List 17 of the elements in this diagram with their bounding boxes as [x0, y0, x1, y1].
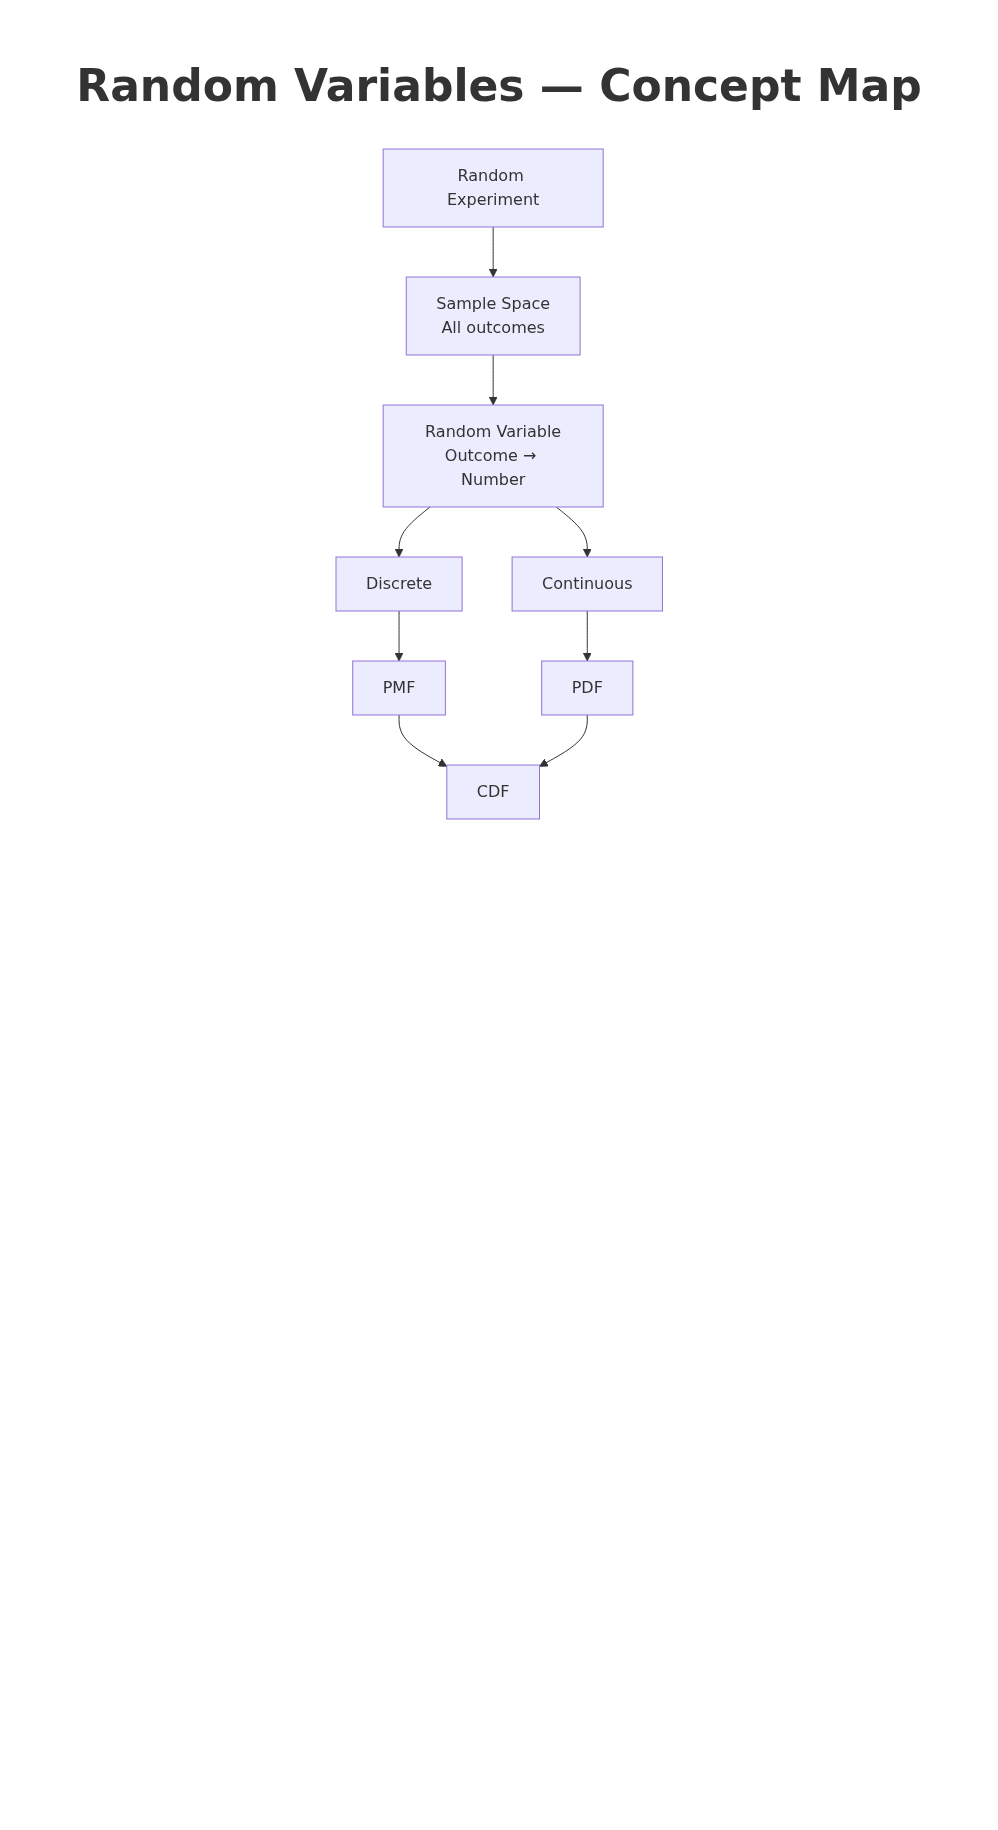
arrow — [398, 714, 447, 767]
node-box: Random Experiment — [382, 148, 604, 228]
node-box: Continuous — [511, 556, 663, 612]
node-box: Random Variable Outcome → Number — [382, 404, 604, 508]
arrow — [394, 506, 431, 558]
arrow — [555, 506, 592, 558]
arrow — [394, 610, 404, 662]
node-box: CDF — [446, 764, 540, 820]
arrow — [582, 610, 592, 662]
node-box: Sample Space All outcomes — [405, 276, 581, 356]
node-box: PMF — [352, 660, 446, 716]
arrow — [488, 354, 498, 406]
arrow — [538, 714, 588, 767]
node-box: Discrete — [335, 556, 463, 612]
node-box: PDF — [540, 660, 634, 716]
arrow — [488, 226, 498, 278]
diagram-title: Random Variables — Concept Map — [75, 60, 923, 111]
